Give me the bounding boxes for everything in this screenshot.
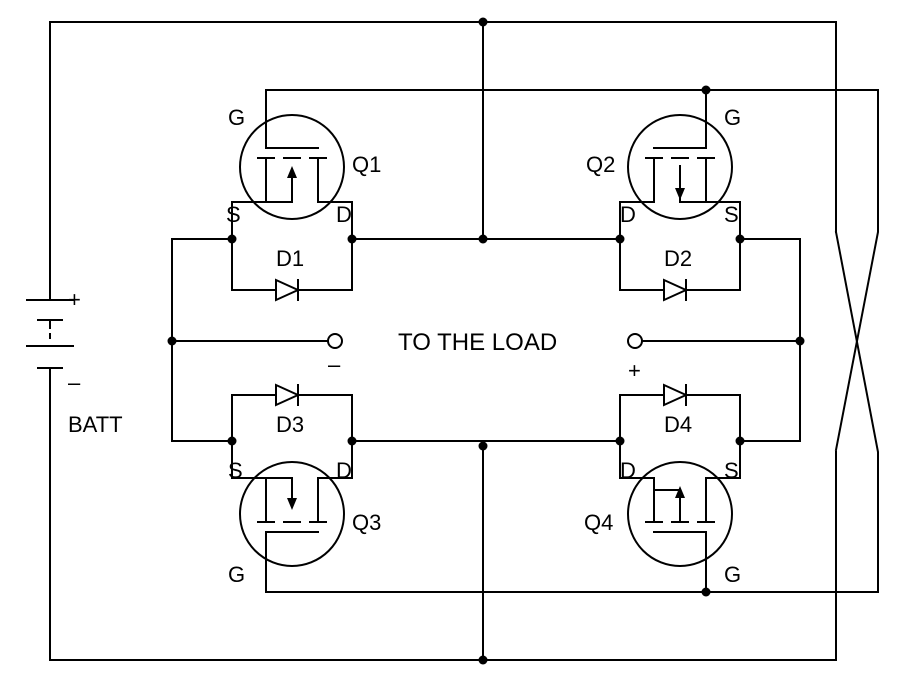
battery-symbol (26, 299, 74, 369)
q4-label: Q4 (584, 510, 613, 535)
mosfet-q3 (231, 440, 353, 569)
q4-source-label: S (724, 458, 739, 483)
right-load-terminal (627, 333, 643, 349)
q2-source-label: S (724, 202, 739, 227)
battery-plus-sign: + (68, 287, 81, 312)
junction-dots (167, 17, 805, 665)
q3-source-label: S (228, 458, 243, 483)
battery-label: BATT (68, 412, 123, 437)
q1-gate-label: G (228, 105, 245, 130)
outer-power-loop (49, 21, 837, 661)
q1-label: Q1 (352, 152, 381, 177)
diode-d4 (619, 383, 741, 442)
q3-drain-label: D (336, 458, 352, 483)
q3-gate-label: G (228, 562, 245, 587)
left-load-terminal (327, 333, 343, 349)
mosfet-q4 (619, 440, 741, 569)
q1-drain-label: D (336, 202, 352, 227)
load-connections (171, 333, 801, 349)
q2-gate-label: G (724, 105, 741, 130)
battery-minus-sign: – (68, 370, 81, 395)
right-load-sign: + (628, 358, 641, 383)
q4-gate-label: G (724, 562, 741, 587)
d1-label: D1 (276, 246, 304, 271)
load-label: TO THE LOAD (398, 329, 557, 356)
d4-label: D4 (664, 412, 692, 437)
diode-d3 (231, 383, 353, 442)
d2-label: D2 (664, 246, 692, 271)
q1-source-label: S (226, 202, 241, 227)
diode-d2 (619, 238, 741, 302)
mosfet-q1 (231, 111, 353, 240)
q2-label: Q2 (586, 152, 615, 177)
mosfet-q2 (619, 111, 741, 240)
q3-label: Q3 (352, 510, 381, 535)
q4-drain-label: D (620, 458, 636, 483)
left-load-sign: – (328, 352, 341, 377)
diode-d1 (231, 238, 353, 302)
q2-drain-label: D (620, 202, 636, 227)
d3-label: D3 (276, 412, 304, 437)
